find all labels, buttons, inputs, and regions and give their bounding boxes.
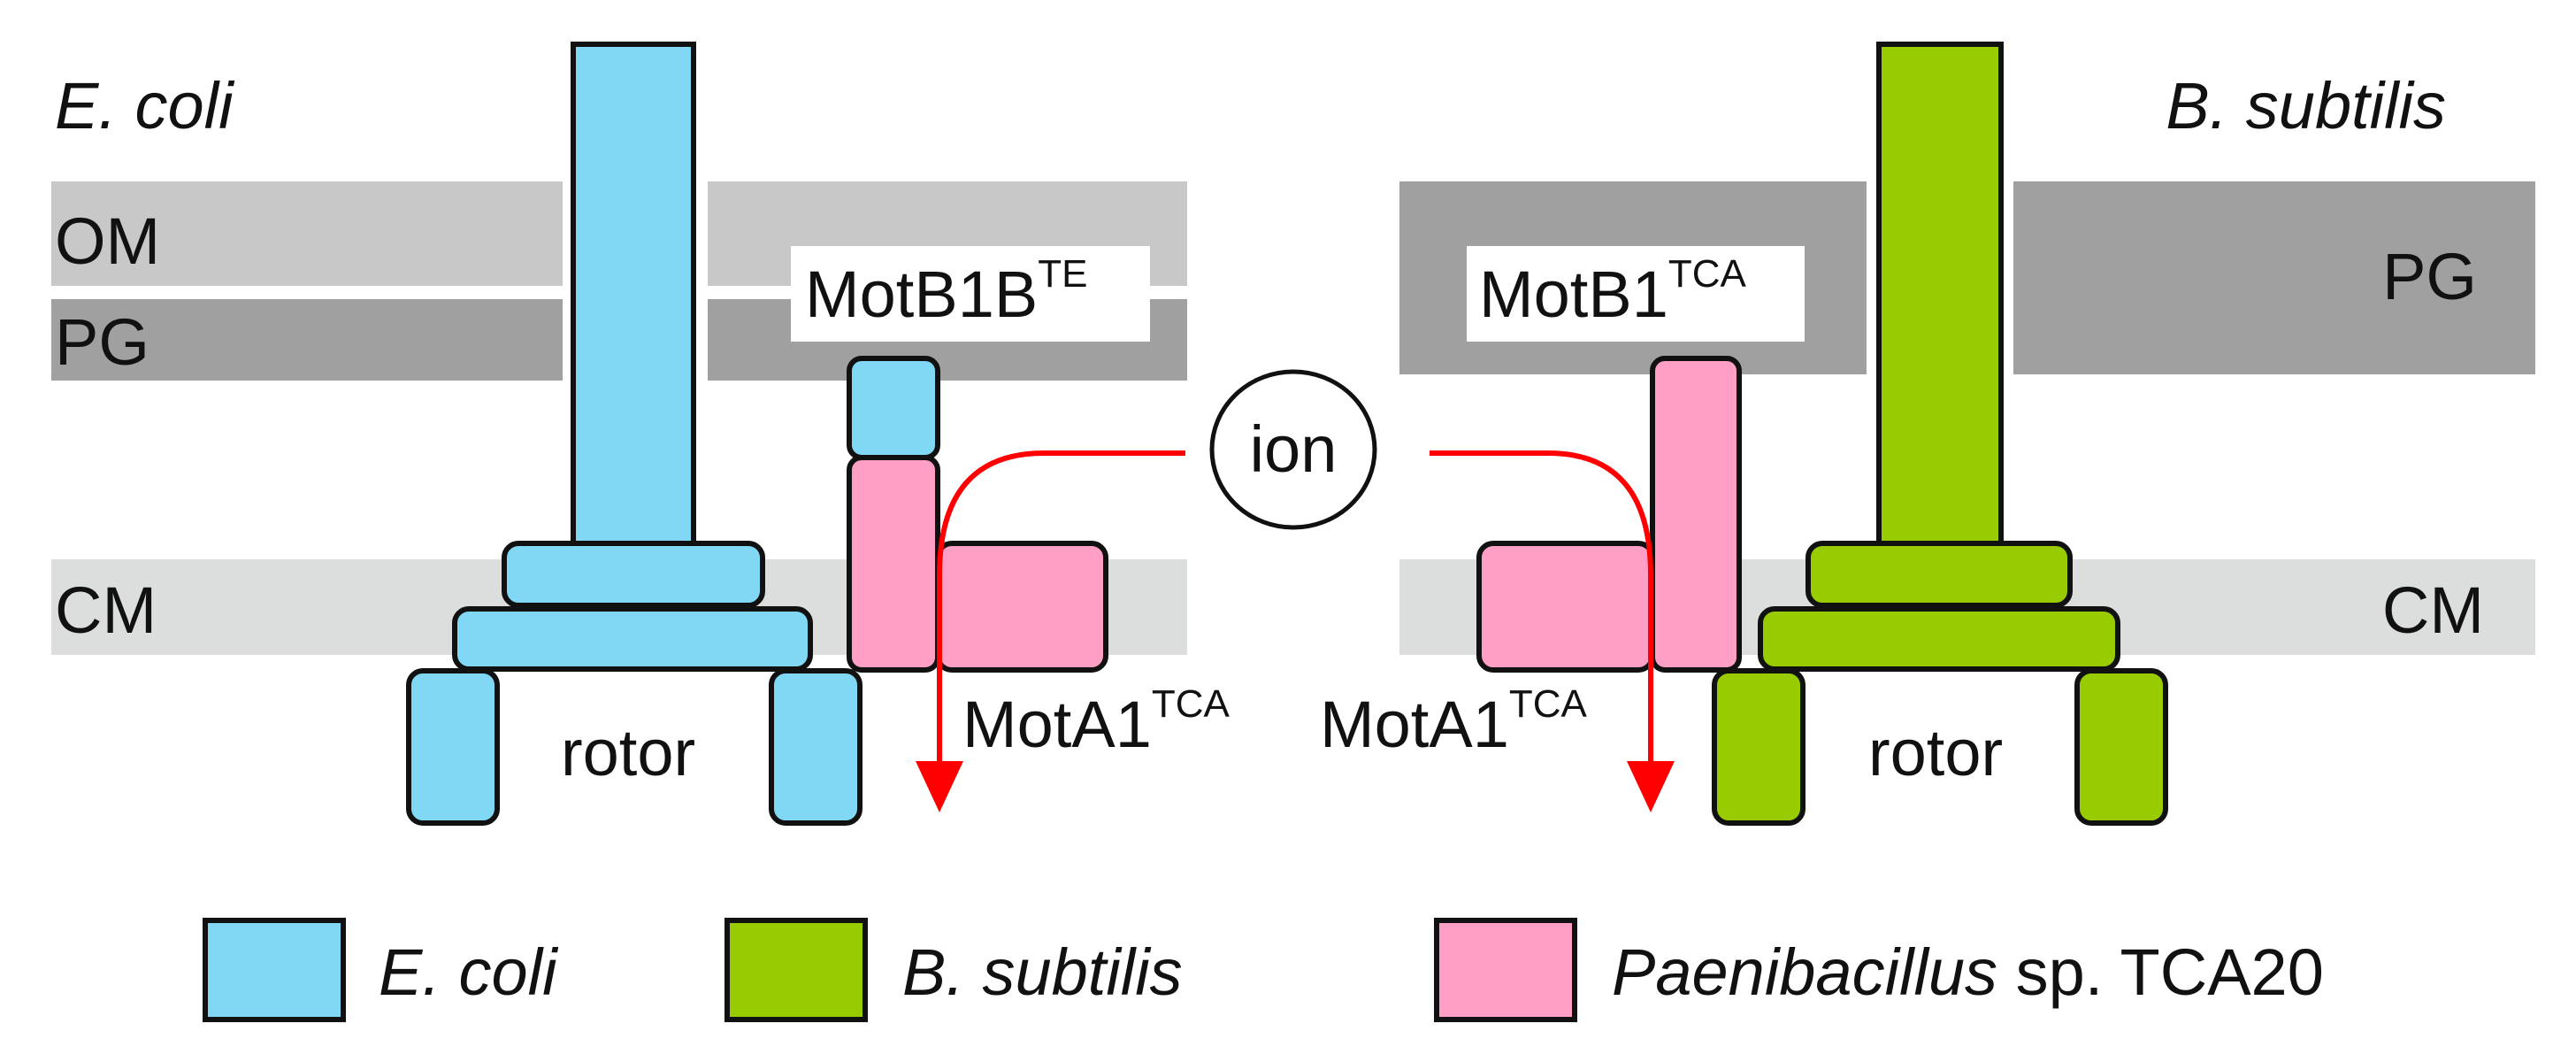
legend-label-ecoli: E. coli: [379, 935, 559, 1009]
right-panel-bsubtilis: B. subtilis PG CM rotor MotB1TCA MotA1TC…: [1320, 42, 2535, 826]
left-pg-band-a: [51, 299, 563, 381]
left-ion-arrowhead: [916, 761, 963, 812]
legend-swatch-ecoli: [203, 918, 346, 1022]
left-motb-bottom-segment: [847, 455, 940, 673]
left-om-band-a: [51, 181, 563, 286]
left-panel-ecoli: E. coli OM PG CM rotor MotB1BTE MotA1TCA: [51, 42, 1230, 826]
left-organism-label: E. coli: [55, 69, 235, 142]
right-ion-arrowhead: [1627, 761, 1675, 812]
right-rotor-leg-left: [1712, 668, 1806, 826]
right-cm-label: CM: [2382, 573, 2484, 647]
left-rotor-label: rotor: [561, 716, 695, 789]
left-motb-label-sup: TE: [1038, 252, 1087, 296]
left-motb-label: MotB1BTE: [805, 252, 1087, 331]
ion-circle: [1209, 369, 1377, 530]
right-rod: [1876, 42, 2004, 548]
left-rod: [571, 42, 696, 548]
right-organism-label: B. subtilis: [2166, 69, 2446, 142]
right-mota-label-base: MotA1: [1320, 688, 1509, 761]
legend-label-bsubtilis: B. subtilis: [902, 935, 1183, 1009]
right-ring-upper: [1806, 541, 2073, 608]
right-mota-label: MotA1TCA: [1320, 682, 1588, 761]
left-motb-top-segment: [847, 356, 940, 460]
right-motb-label-sup: TCA: [1668, 252, 1747, 296]
left-motb-label-base: MotB1B: [805, 258, 1038, 331]
right-pg-band-b: [2013, 181, 2535, 374]
right-pg-label: PG: [2382, 240, 2477, 313]
right-mota-label-sup: TCA: [1509, 682, 1588, 726]
left-mota-label-base: MotA1: [962, 688, 1152, 761]
left-cm-label: CM: [55, 573, 157, 647]
right-rotor-label: rotor: [1868, 716, 2003, 789]
right-ring-lower: [1758, 606, 2120, 672]
ion-label: ion: [1250, 412, 1338, 486]
legend-label-paenibacillus: Paenibacillus sp. TCA20: [1612, 935, 2324, 1009]
ion-marker: ion: [1209, 369, 1377, 530]
legend-swatch-bsubtilis: [724, 918, 868, 1022]
right-rotor-leg-right: [2074, 668, 2168, 826]
legend-swatch-paenibacillus: [1434, 918, 1577, 1022]
right-motb-label-bg: [1467, 246, 1805, 342]
left-mota-label-sup: TCA: [1152, 682, 1230, 726]
left-rotor-leg-right: [769, 668, 862, 826]
left-ring-lower: [452, 606, 813, 672]
right-mota-block: [1476, 541, 1655, 673]
right-ion-path: [1430, 450, 1653, 770]
left-rotor-leg-left: [406, 668, 500, 826]
left-mota-label: MotA1TCA: [962, 682, 1230, 761]
left-ring-upper: [502, 541, 765, 608]
right-motb-label: MotB1TCA: [1479, 252, 1747, 331]
left-om-label: OM: [55, 204, 160, 278]
legend: E. coli B. subtilis Paenibacillus sp. TC…: [203, 918, 2324, 1022]
left-mota-block: [935, 541, 1108, 673]
right-motb-label-base: MotB1: [1479, 258, 1668, 331]
left-pg-label: PG: [55, 305, 150, 379]
right-motb-bar: [1650, 356, 1742, 673]
left-ion-path: [937, 450, 1185, 770]
left-motb-label-bg: [791, 246, 1150, 342]
